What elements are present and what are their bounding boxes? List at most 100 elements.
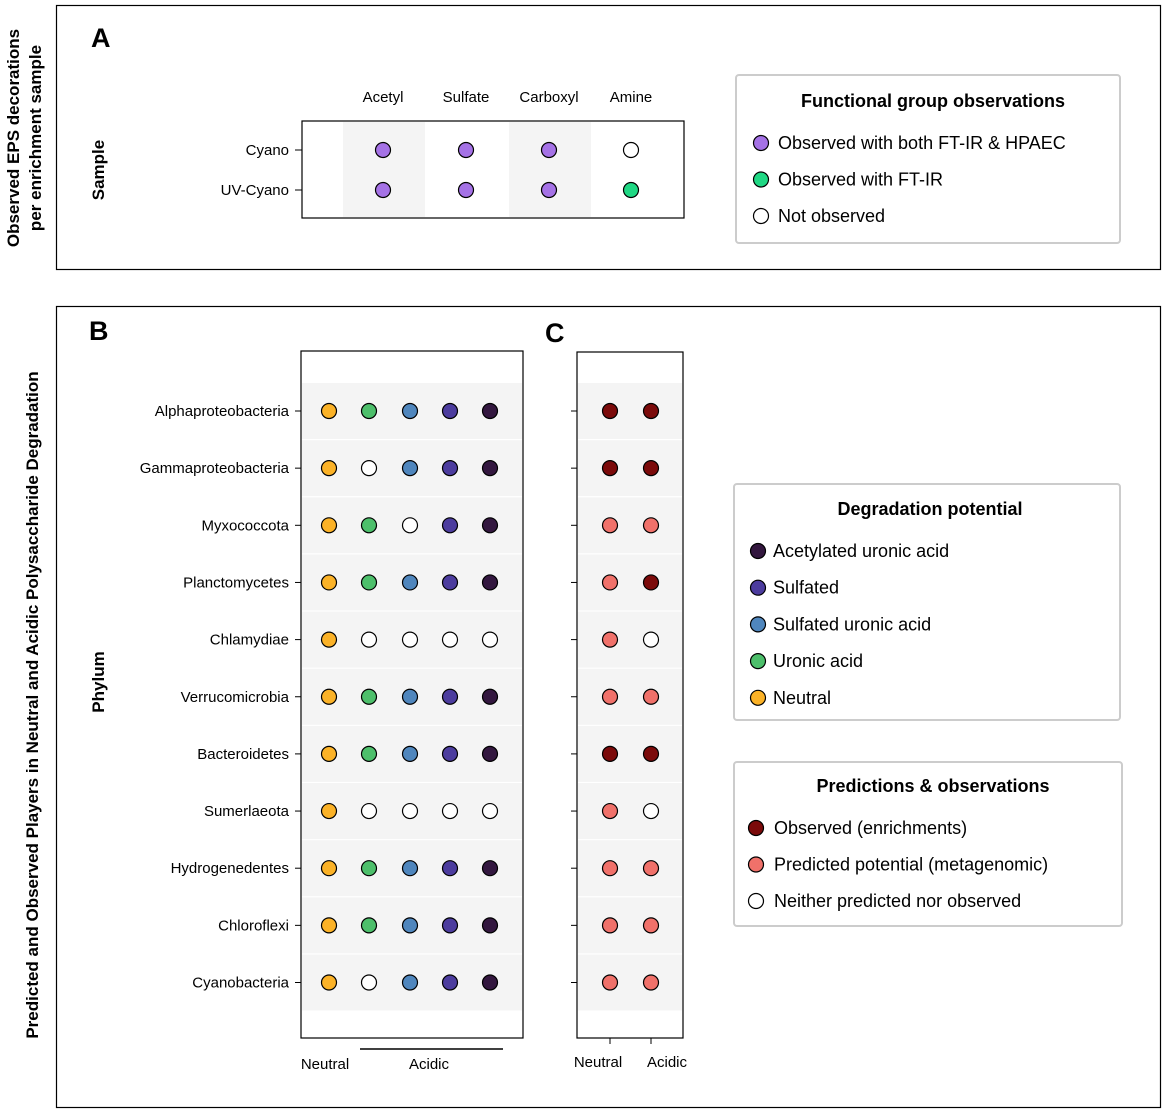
legend-b-label: Neutral — [773, 688, 831, 708]
panel-b-dot — [320, 402, 338, 420]
panel-c-row-band — [578, 668, 682, 725]
panel-a-y-title: Sample — [89, 140, 108, 200]
panel-a-row-label: Cyano — [246, 142, 289, 159]
panel-b-dot — [401, 974, 419, 991]
panel-b-dot — [481, 631, 499, 648]
panel-c-dot — [601, 631, 619, 648]
panel-b-row-label: Sumerlaeota — [204, 803, 290, 820]
panel-b-dot — [401, 802, 419, 820]
legend-c-label: Observed (enrichments) — [774, 818, 967, 838]
panel-b-row-label: Bacteroidetes — [197, 746, 289, 763]
legend-b-label: Sulfated — [773, 578, 839, 598]
legend-a-label: Observed with FT-IR — [778, 170, 943, 190]
panel-b-dot — [441, 974, 459, 991]
panel-c-plot-box — [576, 351, 684, 1039]
panel-c-dot — [642, 574, 660, 591]
legend-c-title: Predictions & observations — [816, 776, 1049, 796]
panel-b-x-label-neutral: Neutral — [301, 1056, 349, 1073]
panel-b-dot — [360, 631, 378, 648]
legend-c-box — [733, 761, 1123, 927]
legend-b-swatch — [749, 616, 767, 633]
panel-b-row-label: Verrucomicrobia — [181, 689, 290, 706]
panel-c-dot — [601, 574, 619, 591]
legend-c-swatch — [747, 892, 765, 910]
panel-b-dot — [441, 460, 459, 477]
legend-b-box — [733, 483, 1121, 721]
panel-b-dot — [441, 745, 459, 763]
panel-c-row-band — [578, 840, 682, 897]
panel-c-row-band — [578, 783, 682, 840]
panel-a-dot — [374, 181, 392, 199]
legend-functional-groups: Functional group observations Observed w… — [735, 74, 1121, 244]
panel-b-dot — [441, 631, 459, 648]
panel-b-dot — [360, 517, 378, 534]
panel-b-dot — [401, 402, 419, 420]
panel-a-dot — [540, 141, 558, 159]
panel-a-dot — [622, 181, 640, 199]
panel-c-dot — [601, 745, 619, 763]
panel-b-dot — [401, 860, 419, 877]
legend-a-title: Functional group observations — [801, 91, 1065, 111]
panel-b-dot — [441, 574, 459, 591]
panel-b-dot — [481, 860, 499, 877]
panel-c-row-band — [578, 440, 682, 497]
panel-b-dot — [441, 860, 459, 877]
panel-b-dot — [481, 402, 499, 420]
legend-degradation-potential: Degradation potential Acetylated uronic … — [733, 483, 1121, 721]
panel-c-row-band — [578, 897, 682, 954]
panel-b-plot-box — [300, 350, 524, 1039]
panel-c-column-label: Acidic — [647, 1054, 688, 1071]
top-side-title-line2: per enrichment sample — [26, 45, 45, 231]
panel-b-row-label: Hydrogenedentes — [171, 860, 289, 877]
panel-a-column-band — [343, 122, 425, 217]
panel-c-row-band — [578, 383, 682, 439]
panel-b-dot — [320, 574, 338, 591]
panel-b-dot — [401, 745, 419, 763]
panel-b-row-label: Chlamydiae — [210, 632, 289, 649]
legend-c-label: Neither predicted nor observed — [774, 891, 1021, 911]
panel-c-column-label: Neutral — [574, 1054, 622, 1071]
legend-a-label: Observed with both FT-IR & HPAEC — [778, 133, 1066, 153]
legend-a-swatch — [752, 134, 770, 152]
panel-b-dot — [360, 402, 378, 420]
panel-b-row-label: Myxococcota — [201, 517, 289, 534]
panel-a-column-label: Carboxyl — [519, 89, 578, 106]
panel-b-dot — [481, 517, 499, 534]
panel-c-dot — [601, 402, 619, 420]
panel-c-row-band — [578, 954, 682, 1011]
panel-b-dot — [320, 631, 338, 648]
panel-a-dot — [457, 141, 475, 159]
legend-b-swatch — [749, 652, 767, 670]
panel-b-dot — [360, 802, 378, 820]
panel-b-dot — [401, 517, 419, 534]
panel-b-dot — [360, 974, 378, 991]
panel-b-dot — [360, 460, 378, 477]
panel-b-dot — [481, 688, 499, 705]
panel-a-column-label: Acetyl — [363, 89, 404, 106]
panel-b-dot — [360, 745, 378, 763]
panel-b-dot — [360, 688, 378, 705]
panel-b-dot — [481, 745, 499, 763]
panel-a-column-band — [509, 122, 591, 217]
legend-a-swatch — [752, 171, 770, 188]
panel-c-row-band — [578, 611, 682, 668]
panel-b-dot — [401, 688, 419, 705]
legend-c-label: Predicted potential (metagenomic) — [774, 855, 1048, 875]
legend-b-swatch — [749, 542, 767, 560]
legend-b-swatch — [749, 689, 767, 706]
panel-c-row-band — [578, 554, 682, 611]
panel-c-dot — [642, 688, 660, 705]
panel-b-dot — [320, 802, 338, 820]
panel-b-dot — [481, 917, 499, 934]
panel-b-dot — [320, 917, 338, 934]
panel-b-dot — [441, 402, 459, 420]
panel-b-dot — [481, 802, 499, 820]
panel-b-dot — [481, 974, 499, 991]
panel-b-dot — [481, 574, 499, 591]
panel-a-row-label: UV-Cyano — [221, 182, 289, 199]
panel-letter-b: B — [89, 316, 109, 346]
panel-c-dot — [642, 631, 660, 648]
panel-b-dot — [320, 745, 338, 763]
panel-b-dot — [481, 460, 499, 477]
